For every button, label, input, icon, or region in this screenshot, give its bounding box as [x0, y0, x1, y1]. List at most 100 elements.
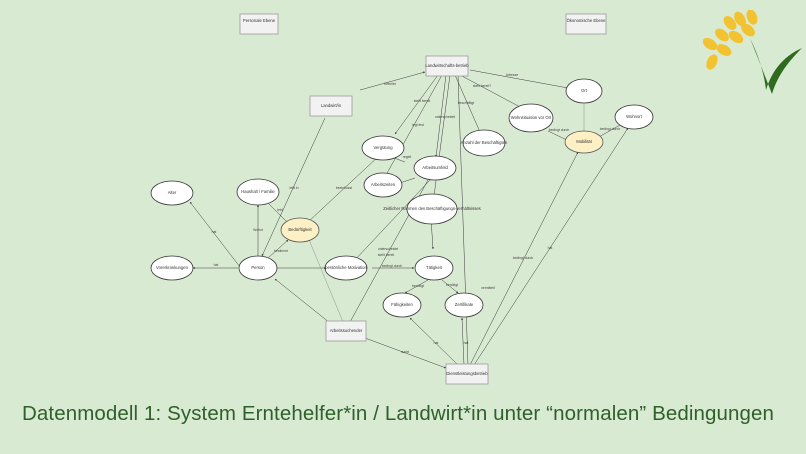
edge-label-stellt-bereit-1: stellt bereit	[414, 99, 430, 103]
node-label: Alter	[168, 190, 177, 195]
node-employee[interactable]: Arbeitssuchender	[325, 320, 367, 342]
node-label: Fähigkeiten	[391, 302, 413, 307]
node-workplace[interactable]: Arbeitsumfeld	[413, 155, 457, 181]
node-label: Ort	[581, 88, 588, 93]
edge-hat-5	[473, 127, 629, 366]
wheat-stem	[750, 38, 802, 94]
edge-label-bedingt-durch-2: bedingt durch	[600, 127, 621, 131]
edge-hat-4	[461, 317, 465, 366]
node-label: Tätigkeit	[426, 265, 443, 270]
edge-bestimmt	[267, 239, 289, 259]
edge-betreibt	[359, 71, 426, 91]
node-label: Wohnort	[626, 114, 643, 119]
edge-label-vermittelt: vermittelt	[481, 286, 495, 290]
node-label: persönliche Motivation	[325, 265, 367, 270]
node-preconditions[interactable]: Vorerkrankungen	[150, 255, 194, 281]
node-label: Zertifikate	[455, 302, 474, 307]
node-label: Ökonomische Ebene	[567, 18, 607, 23]
edge-label-bedingt-durch-1: bedingt durch	[549, 128, 570, 132]
node-economic-level[interactable]: Ökonomische Ebene	[565, 13, 607, 35]
wheat-grains	[702, 10, 758, 70]
node-label: Landwirtschafts-betrieb	[425, 63, 469, 68]
node-farmer[interactable]: Landwirt/in	[309, 95, 353, 117]
node-label: Wohnsituation vor Ort	[511, 115, 552, 120]
edge-label-stellt-bereit-4: stellt bereit	[378, 253, 394, 257]
edge-vermittelt	[457, 74, 469, 366]
slide-caption: Datenmodell 1: System Erntehelfer*in / L…	[22, 402, 775, 425]
edge-label-beeinflusst-1: beeinflusst	[336, 186, 352, 190]
edge-stellt-bereit-1	[394, 74, 439, 135]
node-service[interactable]: Dienstleistungsbetrieb	[445, 363, 489, 385]
edge-beschaeftigt	[454, 74, 481, 133]
node-staff-count[interactable]: Anzahl der Beschäftigten	[461, 129, 508, 157]
edge-hat-1	[189, 201, 241, 268]
node-label: Zeitlicher Rahmen des Beschäftigungs-ver…	[383, 206, 481, 211]
node-label: Arbeitszeiten	[371, 182, 396, 187]
edge-bedingt-durch-4	[469, 151, 579, 366]
node-label: Person	[251, 265, 265, 270]
edge-benoetigt-1	[404, 279, 429, 294]
edge-label-legt-fest: legt fest	[412, 123, 424, 127]
node-person[interactable]: Person	[238, 255, 278, 281]
node-label: Arbeitssuchender	[330, 328, 363, 333]
node-motivation[interactable]: persönliche Motivation	[324, 255, 367, 281]
edge-label-adresse: Adresse	[506, 73, 519, 77]
edge-benoetigt-2	[441, 279, 459, 294]
node-need[interactable]: Bedürftigkeit	[280, 217, 320, 243]
edge-label-betreibt: betreibt	[384, 82, 395, 86]
edge-employee-person	[274, 278, 331, 324]
node-label: Anzahl der Beschäftigten	[461, 140, 508, 145]
edge-sucht	[364, 337, 447, 369]
node-label: Landwirt/in	[321, 103, 342, 108]
edge-label-hat-5: hat	[548, 246, 553, 250]
node-label: Vorerkrankungen	[156, 265, 189, 270]
edges: betreibt Adresse stellt bereit stellt be…	[189, 69, 629, 369]
node-work-hours[interactable]: Arbeitszeiten	[363, 172, 403, 198]
edge-stellt-bereit-2	[459, 74, 523, 109]
edge-label-bestimmt: bestimmt	[274, 249, 288, 253]
edge-label-unterscheidet-2: unterscheidet	[378, 247, 398, 251]
node-pay[interactable]: Vergütung	[361, 135, 405, 161]
node-residence[interactable]: Wohnort	[614, 104, 654, 130]
nodes: Personale Ebene Ökonomische Ebene Landwi…	[150, 13, 654, 385]
node-label: Arbeitsumfeld	[422, 165, 448, 170]
edge-label-unterscheidet: unterscheidet	[435, 115, 455, 119]
edge-label-bedingt-durch-4: bedingt durch	[513, 256, 534, 260]
edge-label-bedingt-durch-3: bedingt durch	[382, 264, 403, 268]
edge-unterscheidet-2	[352, 179, 431, 263]
node-label: Dienstleistungsbetrieb	[446, 371, 488, 376]
edge-label-lebt-in: lebt in	[289, 186, 298, 190]
edge-label-benoetigt-2: benötigt	[446, 283, 458, 287]
edge-label-regelt: regelt	[403, 155, 412, 159]
edge-label-wohnt: Wohnt	[253, 228, 263, 232]
node-certificates[interactable]: Zertifikate	[444, 292, 484, 318]
edge-label-hat-1: hat	[212, 230, 217, 234]
node-household[interactable]: Haushalt / Familie	[236, 178, 280, 206]
edge-unterscheidet	[435, 74, 447, 158]
node-skills[interactable]: Fähigkeiten	[382, 292, 422, 318]
edge-label-stellt-bereit-2: stellt bereit?	[473, 84, 491, 88]
edge-label-hat-3: hat	[434, 341, 439, 345]
edge-label-beschaeftigt: beschäftigt	[458, 101, 474, 105]
edge-label-sucht: sucht	[401, 350, 409, 354]
node-housing[interactable]: Wohnsituation vor Ort	[508, 103, 554, 133]
node-label: Haushalt / Familie	[241, 189, 275, 194]
edge-lebt-in	[261, 117, 326, 257]
node-personal-level[interactable]: Personale Ebene	[239, 13, 279, 35]
node-time-frame[interactable]: Zeitlicher Rahmen des Beschäftigungs-ver…	[383, 193, 481, 225]
node-mobility[interactable]: Mobilität	[564, 130, 604, 154]
node-label: Bedürftigkeit	[288, 227, 312, 232]
edge-label-lebt: lebt	[277, 208, 283, 212]
edge-adresse	[469, 69, 569, 89]
node-age[interactable]: Alter	[150, 180, 194, 206]
node-place[interactable]: Ort	[565, 78, 603, 104]
edge-arbeitszeiten	[399, 177, 416, 184]
node-label: Vergütung	[373, 145, 393, 150]
wheat-logo	[702, 10, 802, 94]
edge-bedingt-durch-2	[596, 124, 621, 139]
edge-employee-need	[304, 229, 344, 323]
node-activity[interactable]: Tätigkeit	[414, 255, 454, 281]
node-label: Mobilität	[576, 139, 592, 144]
node-farm[interactable]: Landwirtschafts-betrieb	[425, 55, 469, 77]
